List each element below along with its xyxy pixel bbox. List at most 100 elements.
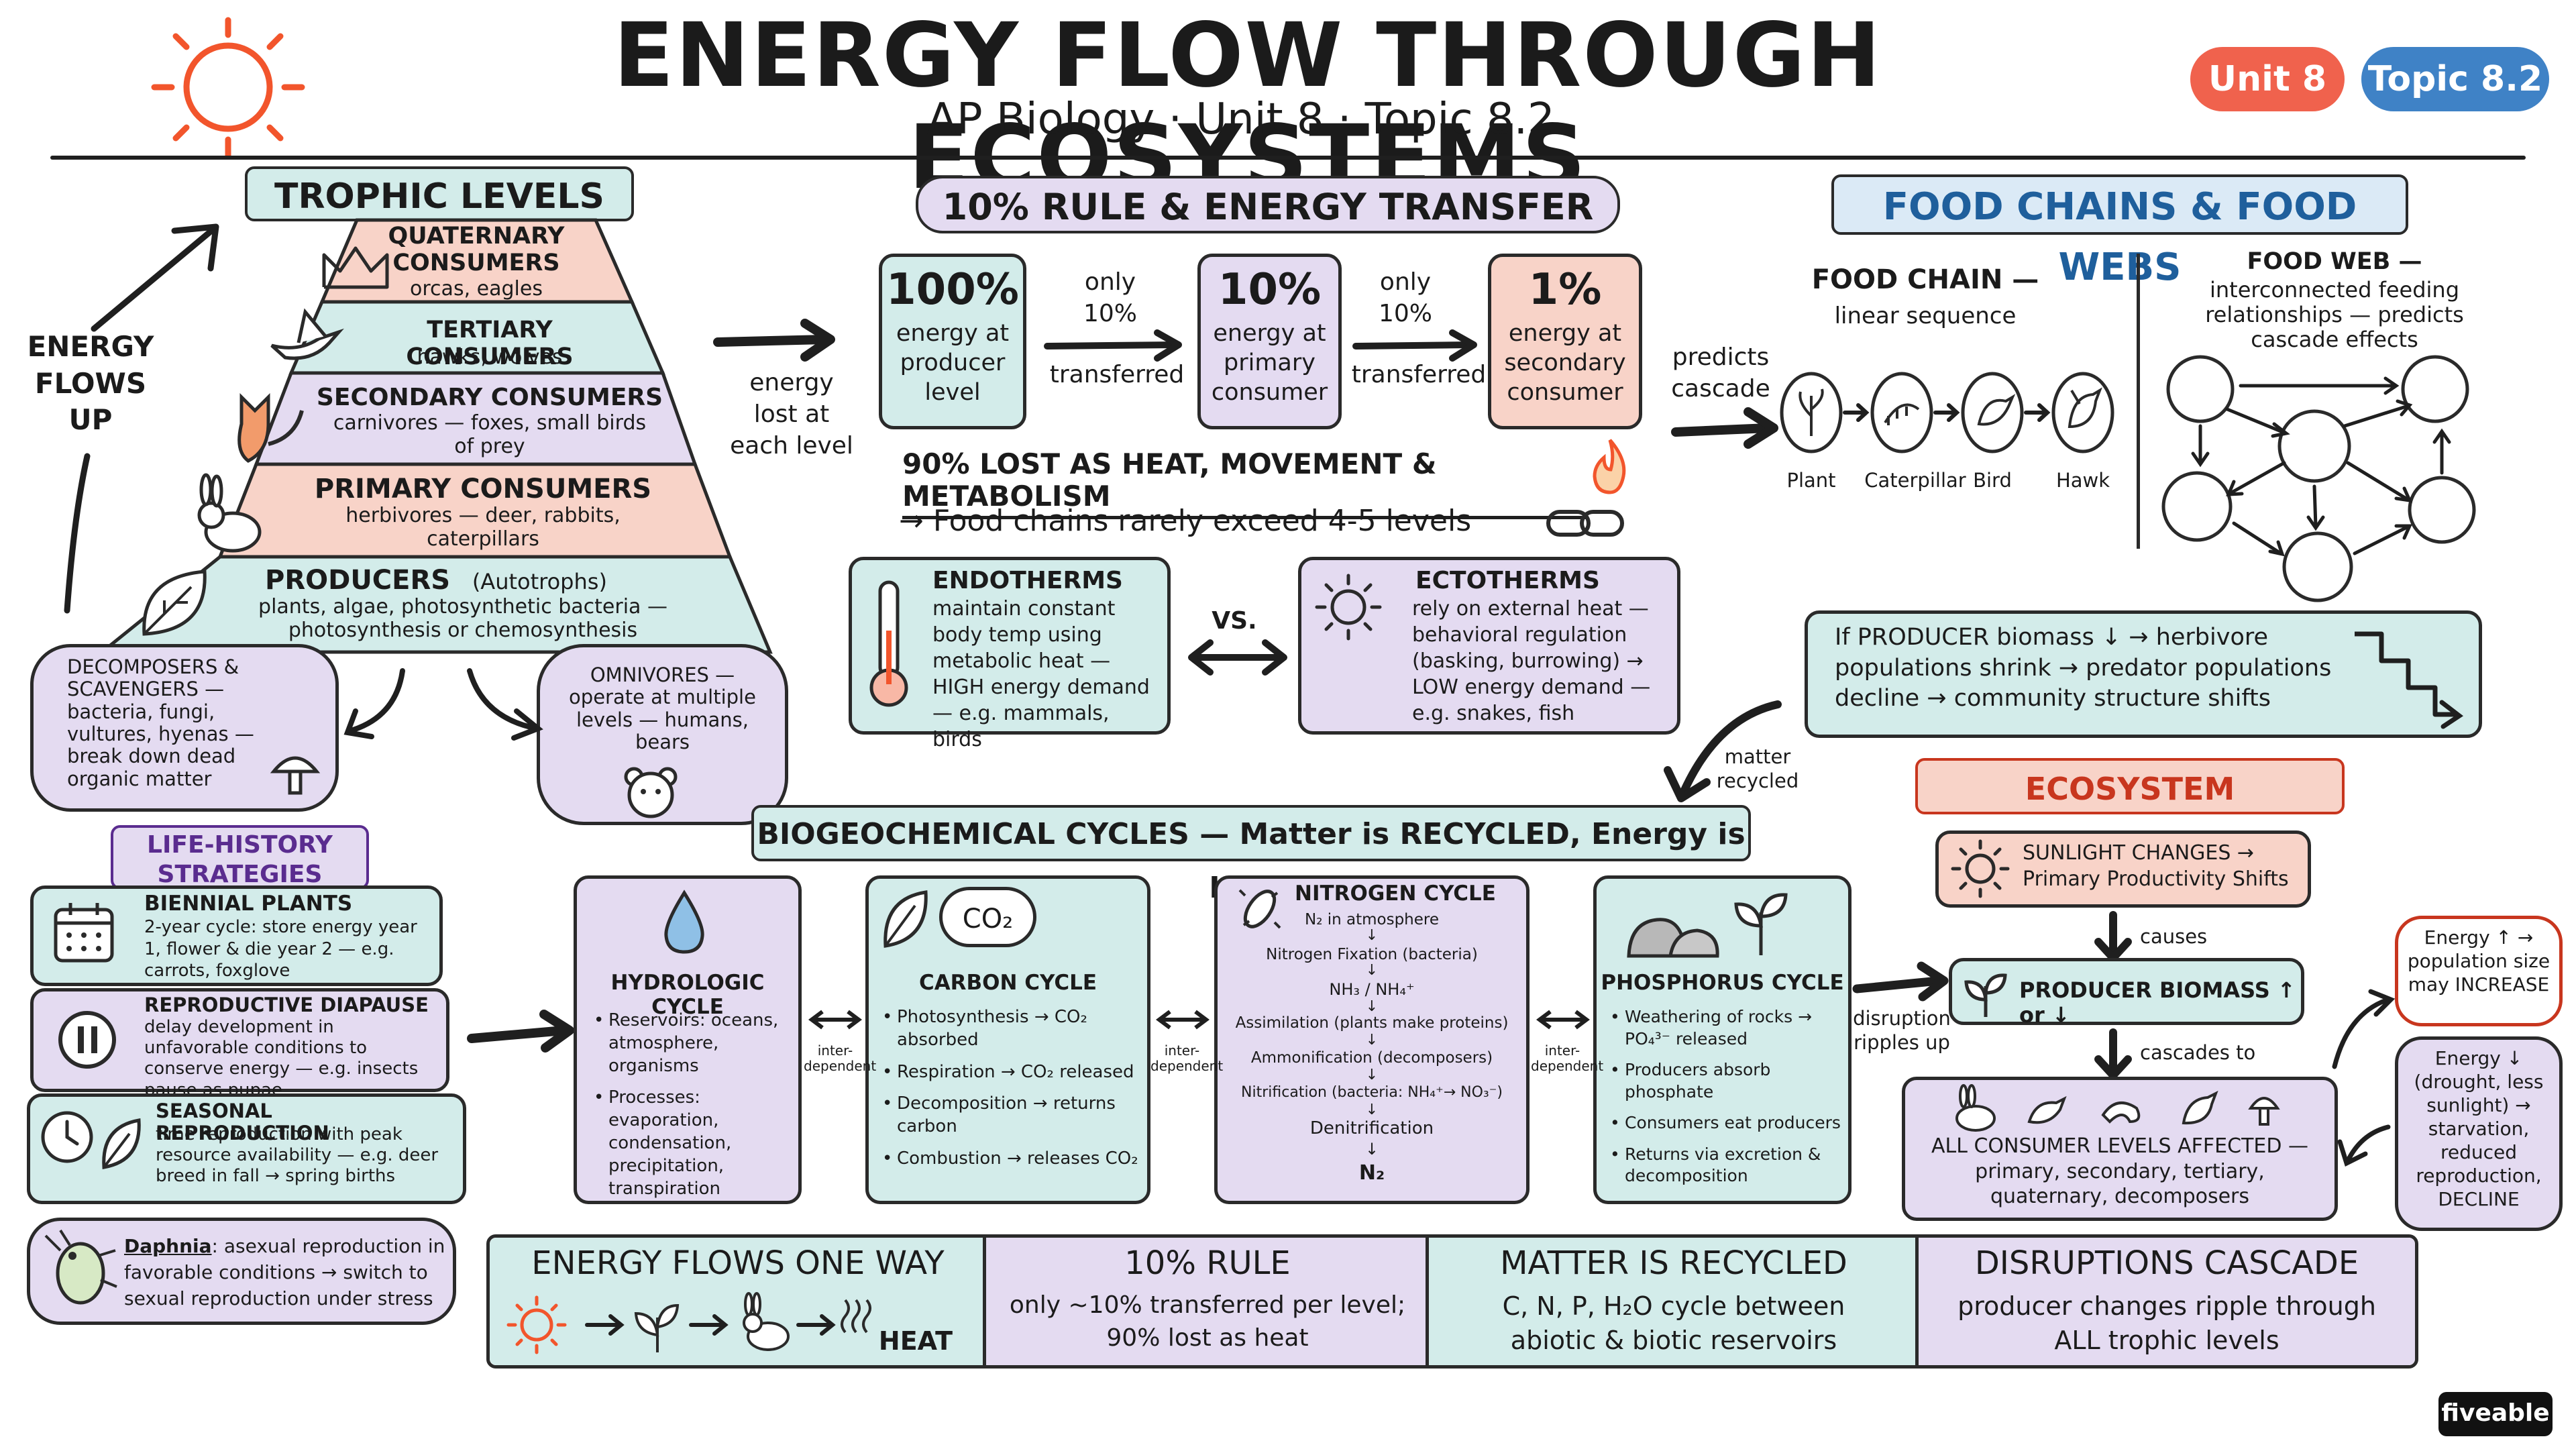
- nitrogen-step: Assimilation (plants make proteins): [1235, 1014, 1509, 1032]
- transfer-arrow-2: [1352, 329, 1477, 362]
- pyramid-down-arrows: [343, 668, 543, 741]
- energy-down-note: [2395, 1036, 2563, 1231]
- nitrogen-step: N₂: [1358, 1161, 1385, 1185]
- leaf-icon: [142, 570, 207, 636]
- nitrogen-step: Ammonification (decomposers): [1250, 1049, 1493, 1067]
- food-web-diagram: [2161, 355, 2476, 602]
- biomass-plant-icon: [1964, 973, 2007, 1017]
- ectotherms-box: [1298, 557, 1680, 735]
- hydrologic-list: Reservoirs: oceans, atmosphere, organism…: [594, 1010, 795, 1210]
- nitrogen-arrow: ↓: [1365, 962, 1379, 979]
- primary-pct: 10%: [1218, 265, 1322, 315]
- all-consumers-text: ALL CONSUMER LEVELS AFFECTED — primary, …: [1931, 1134, 2308, 1208]
- nitrogen-arrow: ↓: [1365, 1067, 1379, 1083]
- primary-energy-text: energy at primary consumer: [1211, 320, 1328, 406]
- matter-recycled-label: matter recycled: [1716, 745, 1799, 793]
- quaternary-desc: orcas, eagles: [410, 277, 543, 301]
- producers-extra: (Autotrophs): [472, 569, 607, 594]
- lost-as-heat-line: 90% LOST AS HEAT, MOVEMENT & METABOLISM: [902, 447, 1587, 519]
- carbon-item: Respiration → CO₂ released: [882, 1061, 1140, 1084]
- unit-badge: Unit 8: [2190, 47, 2345, 111]
- nitrogen-title: NITROGEN CYCLE: [1295, 881, 1496, 906]
- matter-recycled-arrow: [1664, 700, 1782, 802]
- nitrogen-cycle-box: [1214, 875, 1529, 1204]
- summary-rule-text: only ~10% transferred per level; 90% los…: [1009, 1291, 1406, 1352]
- sunlight-changes-box: [1935, 830, 2311, 908]
- producers-name: PRODUCERS: [265, 565, 451, 596]
- causes-label: causes: [2140, 925, 2208, 948]
- ectotherms-text: rely on external heat — behavioral regul…: [1412, 597, 1651, 725]
- transfer-label-2-bottom: transferred: [1351, 361, 1487, 388]
- page-subtitle: AP Biology · Unit 8 · Topic 8.2: [927, 95, 1555, 144]
- biennial-title: BIENNIAL PLANTS: [144, 892, 353, 916]
- vs-label: VS.: [1212, 607, 1257, 635]
- energy-branch-arrows: [2332, 989, 2396, 1167]
- foodweb-heading: FOOD CHAINS & FOOD WEBS: [1831, 174, 2408, 289]
- foodweb-divider: [2137, 254, 2140, 549]
- clock-icon: [41, 1111, 93, 1163]
- secondary-energy-box: [1488, 254, 1642, 429]
- diapause-title: REPRODUCTIVE DIAPAUSE: [144, 994, 429, 1016]
- food-web-sub: interconnected feeding relationships — p…: [2205, 277, 2464, 352]
- carbon-title: CARBON CYCLE: [918, 971, 1097, 995]
- decomposers-text: DECOMPOSERS & SCAVENGERS — bacteria, fun…: [67, 655, 254, 790]
- food-chain-sequence: [1780, 372, 2114, 453]
- thermometer-icon: [869, 580, 908, 707]
- ripples-label: disruption ripples up: [1853, 1007, 1951, 1055]
- energy-up-text: Energy ↑ → population size may INCREASE: [2407, 926, 2551, 996]
- summary-matter-cell: [1429, 1238, 1919, 1365]
- nitrogen-step: Nitrification (bacteria: NH₄⁺→ NO₃⁻): [1241, 1084, 1503, 1101]
- primary-name: PRIMARY CONSUMERS: [314, 474, 652, 504]
- producers-desc: plants, algae, photosynthetic bacteria —…: [258, 595, 667, 642]
- daphnia-text: Daphnia: asexual reproduction in favorab…: [124, 1233, 446, 1312]
- energy-lost-label: energy lost at each level: [730, 369, 853, 460]
- ectotherms-title: ECTOTHERMS: [1415, 567, 1600, 594]
- daphnia-icon: [44, 1229, 117, 1305]
- primary-desc: herbivores — deer, rabbits, caterpillars: [345, 504, 621, 551]
- ripples-arrow: [1852, 961, 1949, 1002]
- interdependent-label-3: inter-dependent: [1531, 1042, 1604, 1074]
- declining-zigzag-icon: [2355, 631, 2464, 729]
- producer-biomass-label: PRODUCER BIOMASS ↑ or ↓: [2019, 977, 2296, 1028]
- summary-rule-title: 10% RULE: [1124, 1244, 1291, 1282]
- energy-flows-up-label: ENERGY FLOWS UP: [27, 329, 154, 439]
- topic-badge: Topic 8.2: [2361, 47, 2549, 111]
- header-divider: [50, 156, 2526, 160]
- sunlight-icon: [1951, 839, 2010, 898]
- transfer-label-1-bottom: transferred: [1049, 361, 1185, 388]
- food-chain-title: FOOD CHAIN —: [1811, 264, 2039, 295]
- season-leaf-icon: [102, 1118, 141, 1169]
- phosphorus-list: Weathering of rocks → PO₄³⁻ released Pro…: [1610, 1006, 1845, 1197]
- nitrogen-step: Denitrification: [1309, 1118, 1434, 1138]
- carbon-leaf-icon: [883, 890, 928, 948]
- energy-up-note: [2395, 916, 2563, 1026]
- sprout-icon: [1734, 893, 1788, 955]
- life-to-cycles-arrow: [467, 1010, 574, 1053]
- transfer-arrow-1: [1044, 329, 1182, 362]
- phosphorus-item: Weathering of rocks → PO₄³⁻ released: [1610, 1006, 1845, 1050]
- nitrogen-step: N₂ in atmosphere: [1304, 911, 1439, 928]
- secondary-desc: carnivores — foxes, small birds of prey: [333, 411, 647, 458]
- bacteria-icon: [1238, 889, 1281, 929]
- bird-icon: [270, 308, 344, 360]
- interdependent-arrow-3: [1536, 1010, 1590, 1030]
- transfer-label-2-top: only 10%: [1378, 268, 1432, 327]
- transfer-label-1-top: only 10%: [1083, 268, 1137, 327]
- tertiary-desc: hawks, wolves: [417, 345, 563, 369]
- cascades-arrow: [2094, 1028, 2132, 1079]
- water-drop-icon: [664, 890, 704, 954]
- tertiary-name: TERTIARY CONSUMERS: [406, 317, 574, 371]
- summary-one-way-cell: [490, 1238, 986, 1365]
- decomposers-cloud: [30, 644, 339, 812]
- food-web-title: FOOD WEB —: [2247, 248, 2422, 275]
- sun-icon: [151, 17, 305, 159]
- secondary-energy-text: energy at secondary consumer: [1504, 320, 1626, 406]
- summary-cascade-cell: [1919, 1238, 2415, 1365]
- fiveable-logo: fiveable: [2438, 1392, 2553, 1436]
- nitrogen-arrow: ↓: [1365, 927, 1379, 944]
- life-history-heading: LIFE-HISTORY STRATEGIES: [111, 825, 369, 890]
- interdependent-arrow-1: [808, 1010, 862, 1030]
- vs-double-arrow: [1188, 639, 1287, 676]
- nitrogen-arrow: ↓: [1365, 998, 1379, 1015]
- carbon-item: Decomposition → returns carbon: [882, 1093, 1140, 1138]
